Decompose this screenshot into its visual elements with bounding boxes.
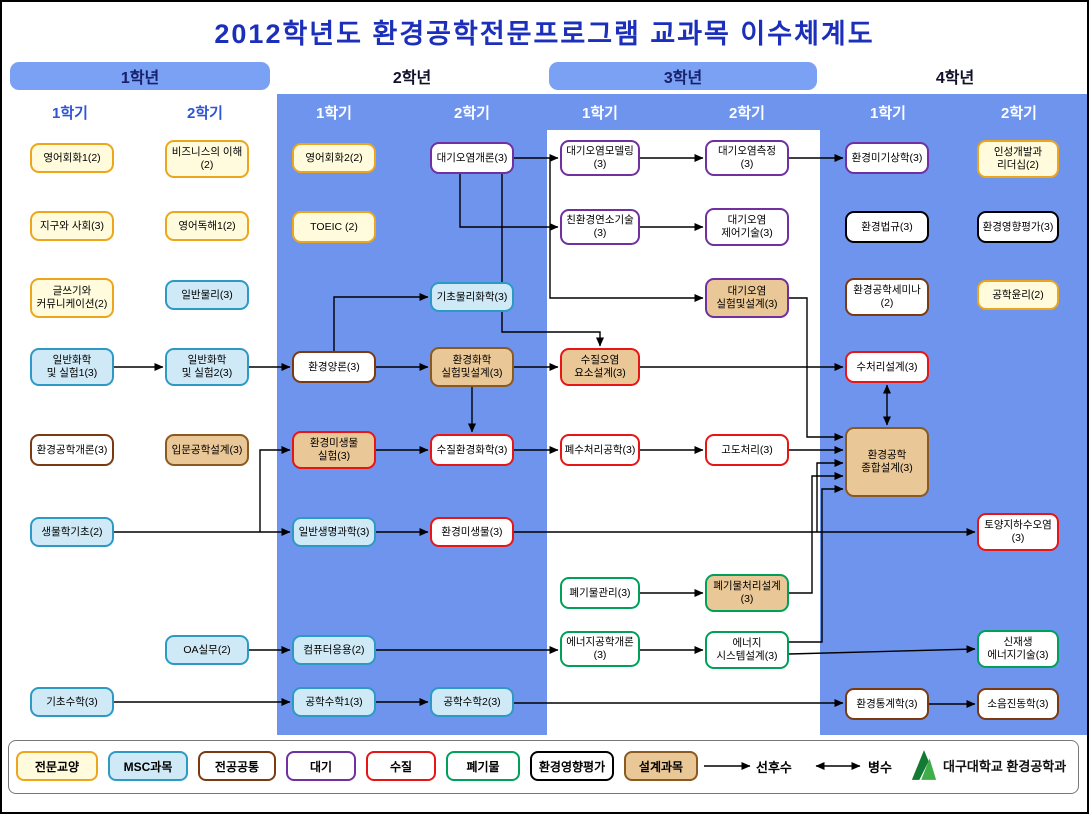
university-logo-icon (911, 750, 937, 780)
legend-item-eia: 환경영향평가 (530, 751, 614, 781)
legend-item-air: 대기 (286, 751, 356, 781)
course-box: 수질오염 요소설계(3) (560, 348, 640, 386)
course-box: 공학수학1(3) (292, 687, 376, 717)
course-box: 환경미생물(3) (430, 517, 514, 547)
legend-item-waste: 폐기물 (446, 751, 520, 781)
course-box: 수질환경화학(3) (430, 434, 514, 466)
semester-label-y4s2: 2학기 (1001, 104, 1037, 122)
course-box: 고도처리(3) (705, 434, 789, 466)
course-box: 대기오염측정 (3) (705, 140, 789, 176)
course-box: 공학수학2(3) (430, 687, 514, 717)
course-box: 일반화학 및 실험1(3) (30, 348, 114, 386)
course-box: 환경화학 실험및설계(3) (430, 347, 514, 387)
course-box: 환경영향평가(3) (977, 211, 1059, 243)
year-tab-4: 4학년 (935, 70, 975, 87)
legend-item-liberal: 전문교양 (16, 751, 98, 781)
prerequisite-arrow (259, 446, 291, 532)
prerequisite-arrow (459, 174, 559, 231)
year3-header-background (547, 94, 820, 130)
course-box: 환경법규(3) (845, 211, 929, 243)
course-box: 비즈니스의 이해 (2) (165, 140, 249, 178)
course-box: 기초수학(3) (30, 687, 114, 717)
course-box: 대기오염모델링 (3) (560, 140, 640, 176)
legend-concurrent-label: 병수 (868, 760, 892, 775)
semester-label-y1s2: 2학기 (187, 104, 223, 122)
semester-label-y4s1: 1학기 (870, 104, 906, 122)
course-box: 환경미생물 실험(3) (292, 431, 376, 469)
course-box: 대기오염 제어기술(3) (705, 208, 789, 246)
semester-label-y3s2: 2학기 (729, 104, 765, 122)
course-box: 폐기물관리(3) (560, 577, 640, 609)
course-box: TOEIC (2) (292, 211, 376, 243)
course-box: 글쓰기와 커뮤니케이션(2) (30, 278, 114, 318)
course-box: 영어독해1(2) (165, 211, 249, 241)
year4-column-background (820, 94, 1087, 735)
course-box: 인성개발과 리더십(2) (977, 140, 1059, 178)
course-box: 에너지 시스템설계(3) (705, 631, 789, 669)
legend-item-common: 전공공통 (198, 751, 276, 781)
course-box: 소음진동학(3) (977, 688, 1059, 720)
prerequisite-arrow (549, 158, 704, 302)
legend-item-water: 수질 (366, 751, 436, 781)
legend-item-design: 설계과목 (624, 751, 698, 781)
prerequisite-arrow (789, 297, 844, 441)
university-logo: 대구대학교 환경공학과 (910, 747, 1066, 783)
year-tab-1: 1학년 (10, 62, 270, 90)
semester-label-y2s1: 1학기 (316, 104, 352, 122)
prerequisite-arrow (816, 459, 844, 532)
prerequisite-arrow (501, 174, 604, 347)
course-box: 기초물리화학(3) (430, 282, 514, 312)
course-box: 환경공학 종합설계(3) (845, 427, 929, 497)
course-box: 영어회화1(2) (30, 143, 114, 173)
semester-label-y1s1: 1학기 (52, 104, 88, 122)
course-box: 일반물리(3) (165, 280, 249, 310)
course-box: 컴퓨터응용(2) (292, 635, 376, 665)
course-box: 대기오염개론(3) (430, 142, 514, 174)
prerequisite-arrow (789, 485, 844, 643)
course-box: 에너지공학개론 (3) (560, 631, 640, 667)
course-box: 공학윤리(2) (977, 280, 1059, 310)
prerequisite-arrow (333, 293, 429, 351)
course-box: 환경공학개론(3) (30, 434, 114, 466)
course-box: 폐수처리공학(3) (560, 434, 640, 466)
course-box: 환경통계학(3) (845, 688, 929, 720)
page-title: 2012학년도 환경공학전문프로그램 교과목 이수체계도 (214, 19, 875, 49)
year-tab-2: 2학년 (392, 70, 432, 87)
course-box: 신재생 에너지기술(3) (977, 630, 1059, 668)
legend-item-msc: MSC과목 (108, 751, 188, 781)
course-box: 지구와 사회(3) (30, 211, 114, 241)
course-box: 생물학기초(2) (30, 517, 114, 547)
course-box: 폐기물처리설계 (3) (705, 574, 789, 612)
course-box: 환경공학세미나 (2) (845, 278, 929, 316)
course-box: 일반생명과학(3) (292, 517, 376, 547)
course-box: 일반화학 및 실험2(3) (165, 348, 249, 386)
course-box: 수처리설계(3) (845, 351, 929, 383)
course-box: OA실무(2) (165, 635, 249, 665)
prerequisite-arrow (789, 472, 844, 594)
semester-label-y2s2: 2학기 (454, 104, 490, 122)
semester-label-y3s1: 1학기 (582, 104, 618, 122)
course-box: 친환경연소기술 (3) (560, 209, 640, 245)
prerequisite-arrow (788, 645, 976, 655)
course-box: 영어회화2(2) (292, 143, 376, 173)
course-box: 대기오염 실험및설계(3) (705, 278, 789, 318)
course-box: 환경미기상학(3) (845, 142, 929, 174)
legend-prereq-label: 선후수 (756, 760, 792, 775)
course-box: 입문공학설계(3) (165, 434, 249, 466)
year-tab-3: 3학년 (549, 62, 817, 90)
legend-dept-label: 대구대학교 환경공학과 (943, 758, 1067, 774)
legend-frame (8, 740, 1079, 794)
course-box: 환경양론(3) (292, 351, 376, 383)
course-box: 토양지하수오염 (3) (977, 513, 1059, 551)
